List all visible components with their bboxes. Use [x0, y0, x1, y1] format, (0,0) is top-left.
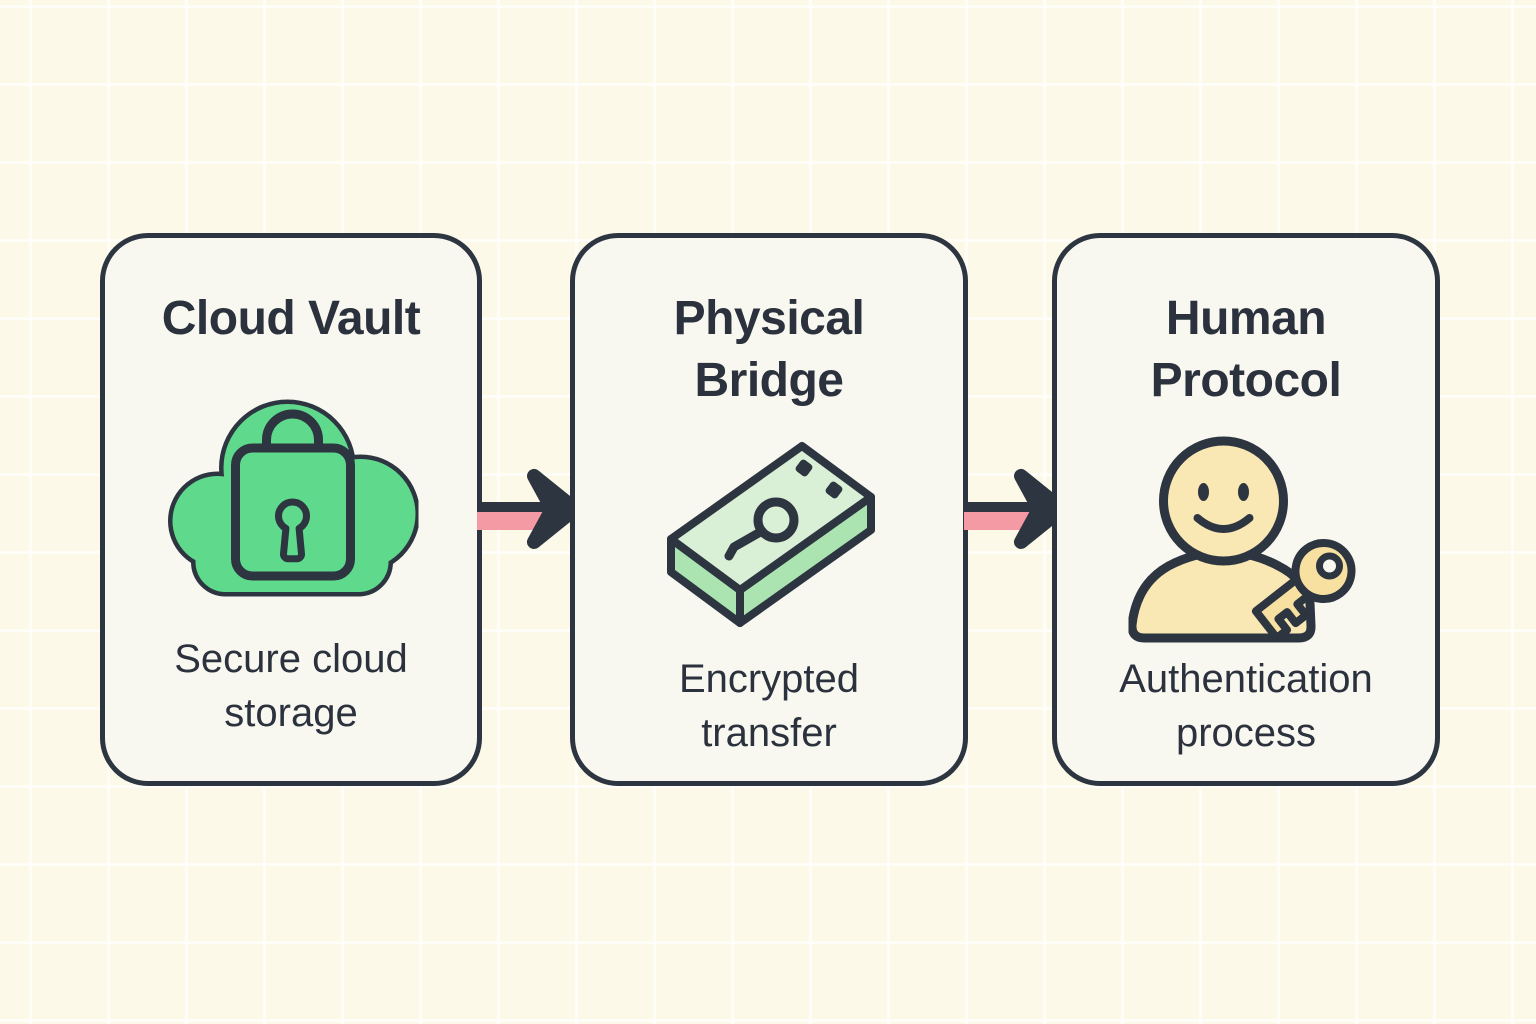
card-title: Cloud Vault — [161, 292, 421, 345]
card-human-protocol: Human Protocol Authentication process — [1052, 233, 1440, 786]
card-subtitle: Secure cloud storage — [174, 637, 408, 735]
card-title: Human Protocol — [1150, 292, 1342, 408]
card-subtitle: Authentication process — [1119, 657, 1373, 755]
card-cloud-vault: Cloud Vault Secure cloud storage — [100, 233, 482, 786]
cloud-lock-icon — [168, 399, 419, 597]
person-key-icon — [1128, 436, 1356, 643]
card-physical-bridge: Physical Bridge Encrypted transfer — [570, 233, 968, 786]
usb-drive-icon — [667, 442, 875, 627]
card-subtitle: Encrypted transfer — [678, 657, 860, 755]
arrow-icon — [964, 469, 1069, 549]
card-title: Physical Bridge — [673, 292, 865, 408]
arrow-icon — [477, 469, 582, 549]
